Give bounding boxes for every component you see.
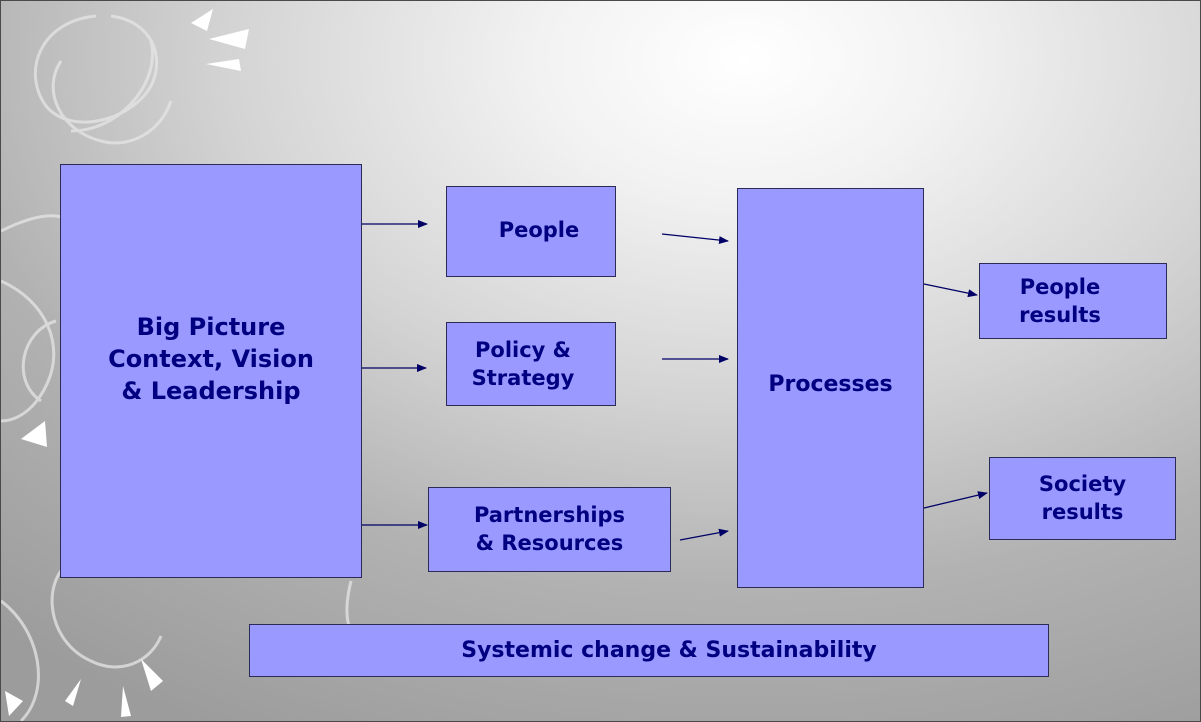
people-results-label: People results xyxy=(1019,275,1101,327)
society-results-box: Society results xyxy=(989,457,1176,540)
arrow-processes-to-society-results xyxy=(923,491,988,509)
people-results-box: People results xyxy=(979,263,1167,339)
partnerships-resources-label: Partnerships & Resources xyxy=(473,502,626,555)
policy-strategy-label: Policy & Strategy xyxy=(471,338,575,390)
people-label: People xyxy=(498,217,580,242)
arrow-processes-to-people-results xyxy=(923,283,978,298)
arrow-partnerships-to-processes xyxy=(679,528,729,541)
systemic-change-label: Systemic change & Sustainability xyxy=(461,638,877,663)
arrow-people-to-processes xyxy=(661,233,729,245)
people-box: People xyxy=(446,186,616,277)
partnerships-resources-box: Partnerships & Resources xyxy=(428,487,671,572)
society-results-label: Society results xyxy=(1038,471,1127,524)
systemic-change-box: Systemic change & Sustainability xyxy=(249,624,1049,677)
big-picture-box: Big Picture Context, Vision & Leadership xyxy=(60,164,362,578)
processes-box: Processes xyxy=(737,188,924,588)
policy-strategy-box: Policy & Strategy xyxy=(446,322,616,406)
processes-label: Processes xyxy=(768,371,893,397)
big-picture-label: Big Picture Context, Vision & Leadership xyxy=(108,312,314,405)
